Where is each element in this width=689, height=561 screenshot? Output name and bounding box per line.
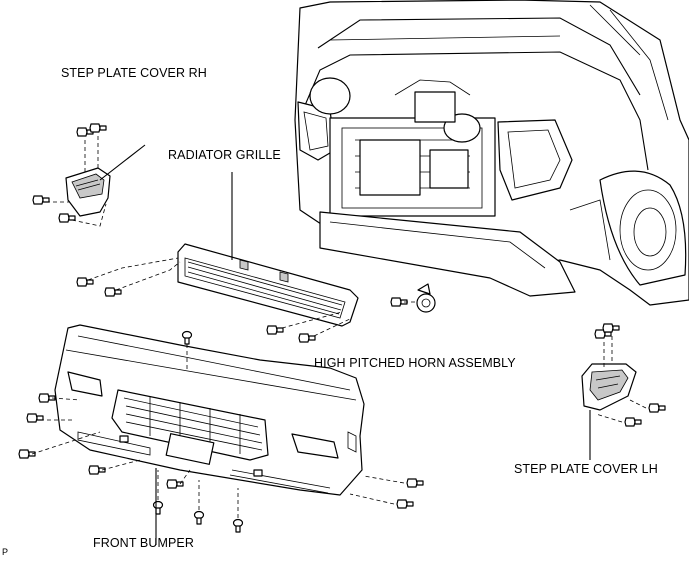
label-high-pitched-horn-assembly: HIGH PITCHED HORN ASSEMBLY bbox=[314, 356, 516, 370]
vehicle-front-body bbox=[294, 0, 689, 306]
high-pitched-horn bbox=[390, 283, 436, 313]
label-front-bumper: FRONT BUMPER bbox=[93, 536, 194, 550]
radiator-grille bbox=[76, 172, 359, 343]
label-step-plate-cover-lh: STEP PLATE COVER LH bbox=[514, 462, 658, 476]
front-bumper bbox=[18, 324, 424, 545]
step-plate-cover-rh bbox=[32, 123, 146, 227]
corner-mark: P bbox=[2, 547, 9, 557]
label-step-plate-cover-rh: STEP PLATE COVER RH bbox=[61, 66, 207, 80]
label-radiator-grille: RADIATOR GRILLE bbox=[168, 148, 281, 162]
step-plate-cover-lh bbox=[581, 323, 666, 460]
